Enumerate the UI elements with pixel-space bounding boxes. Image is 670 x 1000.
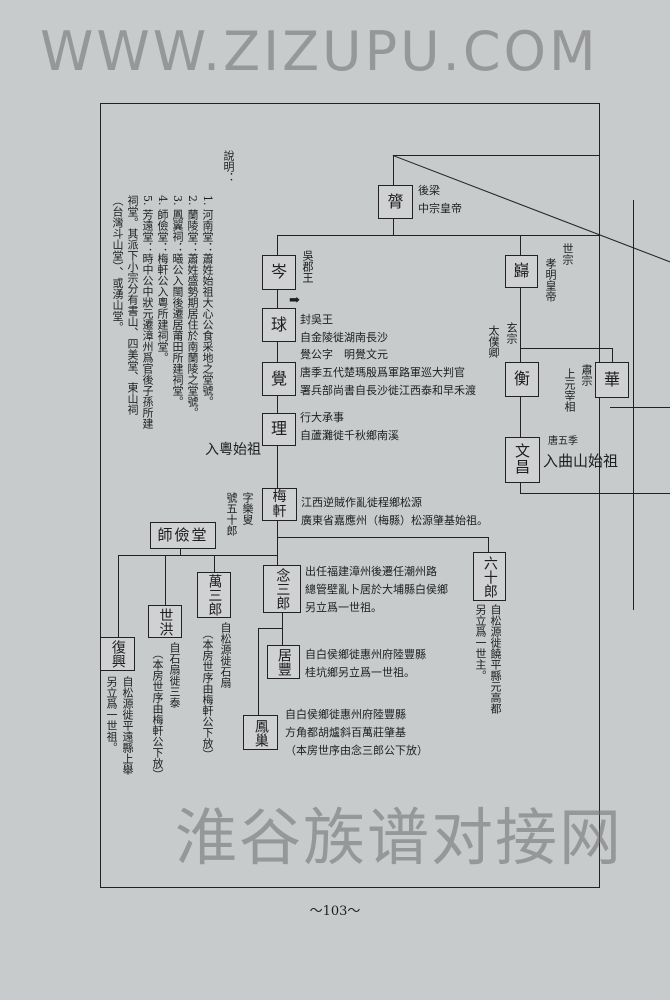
connector — [277, 235, 279, 255]
person-note: 後梁 — [418, 184, 440, 197]
person-note: 入曲山始祖 — [543, 452, 619, 470]
person-note: 自松源徙石扇 — [219, 622, 232, 688]
person-note: 自松源徙平遠縣上舉 — [121, 676, 134, 775]
person-note: 廣東省嘉應州（梅縣）松源肇基始祖。 — [301, 514, 488, 527]
person-box: 萬三郎 — [197, 572, 231, 618]
arrow-right-icon: ➡ — [289, 293, 300, 308]
person-note: 自金陵徙湖南長沙 — [300, 331, 388, 344]
connector — [520, 235, 522, 255]
person-note: 覺公字 明覺文元 — [300, 348, 388, 361]
person-note: 封吳王 — [300, 313, 333, 326]
person-note: 江西逆賊作亂徙程鄉松源 — [301, 496, 422, 509]
connector — [118, 555, 120, 637]
person-box: 岑 — [262, 255, 296, 290]
connector — [520, 493, 670, 495]
connector — [612, 348, 614, 362]
person-note: （本房世序由梅軒公下放） — [201, 628, 214, 760]
notes-title: 說明： — [222, 150, 235, 183]
person-note: 玄宗 — [505, 322, 518, 344]
person-note: 桂坑鄉另立爲一世祖。 — [305, 666, 415, 679]
person-box: 覺 — [262, 362, 296, 396]
connector — [214, 555, 216, 572]
person-note: 自石扇徙三泰 — [168, 642, 181, 708]
person-note: 署兵部尚書自長沙徙江西泰和早禾渡 — [300, 384, 476, 397]
person-box: 鳳巢 — [243, 715, 278, 750]
connector — [282, 613, 284, 645]
connector — [277, 235, 600, 237]
page-frame — [100, 103, 600, 888]
note-item: 3. 鳳翼祠：曦公入閩後遷居莆田所建祠堂。 — [171, 195, 184, 407]
person-box: 念三郎 — [263, 565, 301, 613]
person-note: 出任福建漳州後遷任潮州路 — [305, 565, 437, 578]
person-note: 自松源徙饒平縣元高都 — [489, 604, 502, 714]
person-box: 六十郎 — [473, 552, 506, 601]
connector — [393, 155, 600, 157]
person-note: 總管壁亂卜居於大埔縣白侯鄉 — [305, 583, 448, 596]
person-box: 華 — [595, 362, 629, 398]
person-note: （本房世序由念三郎公下放） — [285, 744, 428, 757]
connector — [180, 548, 182, 555]
person-box: 復興 — [100, 637, 135, 671]
person-box: 理 — [262, 413, 296, 446]
person-note: 唐五季 — [548, 436, 578, 447]
person-note: 自白侯鄉徙惠州府陸豐縣 — [305, 648, 426, 661]
person-note: 唐季五代楚瑪殷爲軍路軍巡大判官 — [300, 366, 465, 379]
connector — [393, 155, 395, 185]
person-box: 球 — [262, 308, 296, 342]
person-box: 巋 — [505, 255, 538, 288]
person-note: 自蘆灘徙千秋鄉南溪 — [300, 429, 399, 442]
connector — [165, 555, 167, 605]
person-note: 世宗 — [561, 243, 574, 265]
person-note: 另立爲一世主。 — [474, 604, 487, 681]
person-note: （本房世序由梅軒公下放） — [151, 648, 164, 780]
connector — [488, 537, 490, 552]
person-note: 自白侯鄉徙惠州府陸豐縣 — [285, 708, 406, 721]
hall-box: 師儉堂 — [150, 522, 216, 549]
note-item: 1. 河南堂：蕭姓始祖大心公食采地之堂號。 — [201, 195, 214, 407]
person-box: 梅軒 — [262, 488, 297, 521]
person-note: 吳郡王 — [301, 250, 314, 283]
person-note: 號五十郎 — [225, 492, 238, 536]
person-note: 另立爲一世祖。 — [105, 676, 118, 753]
person-note: 肅宗 — [580, 364, 593, 386]
person-note: 太僕卿 — [487, 325, 500, 358]
person-note: 孝明皇帝 — [544, 258, 557, 302]
connector — [633, 200, 635, 610]
person-box: 文昌 — [505, 437, 540, 483]
person-note: 字樂叟 — [241, 492, 254, 525]
person-box: 衡 — [505, 362, 539, 397]
watermark-url: WWW.ZIZUPU.COM — [40, 20, 599, 83]
person-note: 方角都胡爐斜百萬莊肇基 — [285, 726, 406, 739]
note-item: 5. 芳遠堂：時中公中狀元遷漳州爲官後子孫所建祠堂。其派下小宗分有書山、四美堂、… — [111, 195, 154, 429]
connector — [610, 407, 670, 409]
connector — [258, 628, 282, 630]
connector — [118, 555, 277, 557]
person-box: 膂 — [378, 185, 413, 219]
page-number: ～103～ — [309, 904, 361, 919]
connector — [393, 218, 395, 235]
notes: 說明： 1. 河南堂：蕭姓始祖大心公食采地之堂號。 2. 蘭陵堂：蕭姓盛勢期居住… — [110, 150, 236, 435]
person-box: 世洪 — [148, 605, 182, 638]
connector — [520, 348, 612, 350]
person-note: 行大承事 — [300, 411, 344, 424]
person-note: 中宗皇帝 — [418, 202, 462, 215]
person-note: 另立爲一世祖。 — [305, 601, 382, 614]
connector — [277, 520, 279, 565]
ancestor-label: 入粵始祖 — [205, 442, 261, 458]
note-item: 2. 蘭陵堂：蕭姓盛勢期居住於南蘭陵之堂號。 — [186, 195, 199, 418]
connector — [258, 628, 260, 715]
note-item: 4. 師儉堂：梅軒公入粵所建祠堂。 — [156, 195, 169, 363]
connector — [277, 537, 488, 539]
person-note: 上元宰相 — [563, 368, 576, 412]
person-box: 居豐 — [267, 645, 300, 679]
